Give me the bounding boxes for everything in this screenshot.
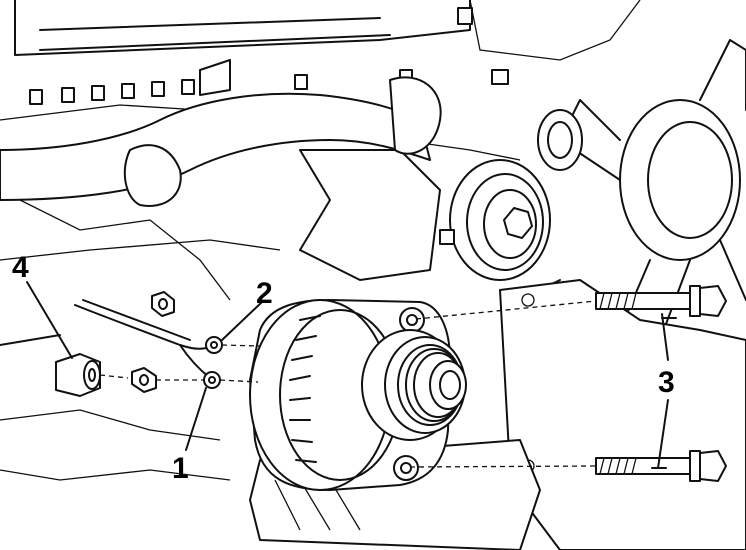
- mounting-bolt-upper: [415, 285, 727, 320]
- alternator: [249, 299, 467, 491]
- mounting-bolt-lower: [409, 450, 727, 482]
- callout-2: 2: [256, 277, 273, 310]
- coolant-pipe: [0, 59, 442, 207]
- alternator-bracket: [499, 279, 746, 550]
- wiring-harness: [0, 299, 261, 389]
- callout-1: 1: [172, 452, 189, 485]
- leader-lines: [26, 281, 677, 469]
- rubber-grommet: [55, 353, 129, 397]
- pump-pulley: [439, 159, 551, 281]
- cooling-fan: [519, 39, 746, 341]
- engine-block: [0, 0, 641, 481]
- hex-nut-small-upper: [151, 291, 175, 317]
- callout-4: 4: [12, 251, 29, 284]
- callout-3: 3: [658, 366, 675, 399]
- hex-nut-small-lower: [131, 367, 204, 393]
